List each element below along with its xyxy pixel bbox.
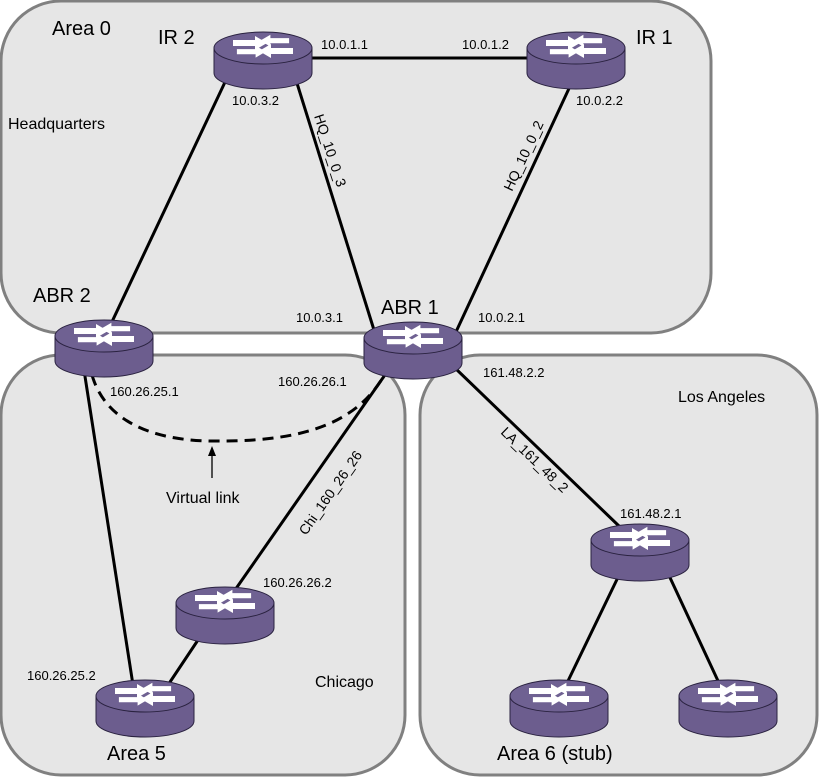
ip-161-48-2-2: 161.48.2.2 (483, 365, 544, 380)
ip-160-26-25-1: 160.26.25.1 (110, 384, 179, 399)
ip-161-48-2-1: 161.48.2.1 (620, 506, 681, 521)
link-chi-mid-chi-bottom (166, 636, 202, 686)
area-0-region (0, 0, 713, 335)
router-ir1[interactable] (526, 31, 626, 90)
router-la-left[interactable] (509, 679, 609, 738)
ir2-label: IR 2 (158, 27, 195, 49)
abr2-label: ABR 2 (33, 285, 91, 307)
router-abr1[interactable] (363, 321, 463, 380)
chicago-label: Chicago (315, 674, 374, 691)
abr1-label: ABR 1 (381, 297, 439, 319)
router-abr2[interactable] (54, 319, 154, 378)
ir1-label: IR 1 (636, 27, 673, 49)
router-ir2[interactable] (213, 31, 313, 90)
ip-10-0-1-1: 10.0.1.1 (321, 37, 368, 52)
ip-10-0-3-1: 10.0.3.1 (296, 310, 343, 325)
link-ir1-abr1 (453, 81, 574, 335)
headquarters-label: Headquarters (8, 116, 105, 133)
link-abr1-chi-mid (233, 371, 389, 591)
link-la-mid-la-right (664, 568, 721, 684)
los-angeles-label: Los Angeles (678, 389, 765, 406)
virtual-link-arrow-head (208, 446, 216, 456)
link-abr2-chi-bottom (82, 369, 135, 686)
virtual-link-label: Virtual link (166, 490, 241, 507)
router-la-mid[interactable] (590, 523, 690, 582)
router-chicago-mid[interactable] (175, 586, 275, 645)
ip-160-26-25-2: 160.26.25.2 (27, 668, 96, 683)
ip-10-0-3-2: 10.0.3.2 (232, 93, 279, 108)
area-0-label: Area 0 (52, 18, 111, 40)
area-5-label: Area 5 (107, 743, 166, 765)
chicago-region (0, 353, 407, 777)
router-la-right[interactable] (678, 679, 778, 738)
link-la-mid-la-left (565, 568, 624, 684)
ip-160-26-26-2: 160.26.26.2 (263, 575, 332, 590)
ip-10-0-1-2: 10.0.1.2 (462, 37, 509, 52)
ip-10-0-2-1: 10.0.2.1 (478, 310, 525, 325)
ip-10-0-2-2: 10.0.2.2 (576, 93, 623, 108)
ip-160-26-26-1: 160.26.26.1 (278, 374, 347, 389)
router-chicago-bottom[interactable] (95, 679, 195, 738)
link-ir2-abr2 (108, 79, 228, 327)
area-6-label: Area 6 (stub) (497, 743, 613, 765)
link-ir2-abr1 (294, 79, 376, 331)
link-abr1-la-mid (453, 366, 622, 529)
virtual-link (90, 371, 388, 443)
